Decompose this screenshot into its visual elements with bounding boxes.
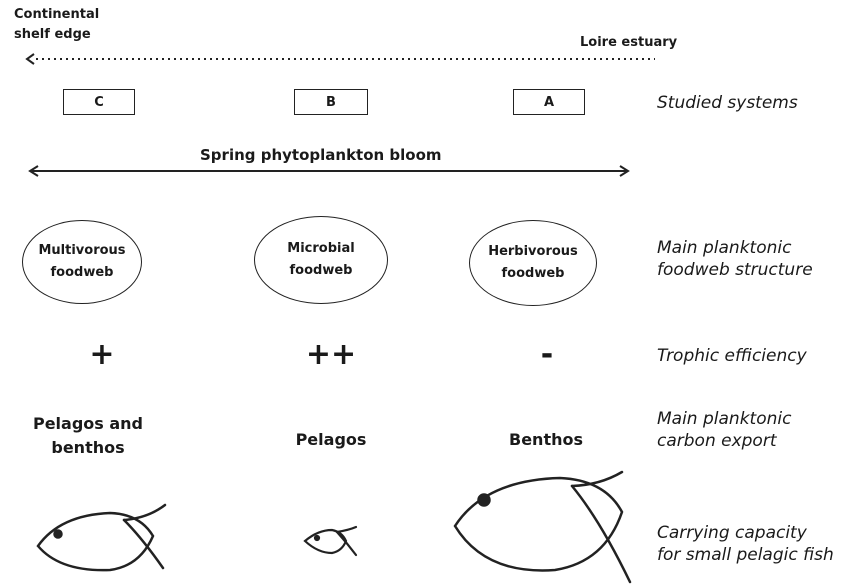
- microbial-line2: foodweb: [289, 263, 353, 278]
- bloom-label: Spring phytoplankton bloom: [200, 146, 442, 164]
- trophic-a: -: [540, 337, 554, 372]
- foodweb-structure-label-line1: Main planktonic: [657, 238, 792, 258]
- trophic-b: ++: [305, 337, 357, 372]
- foodweb-oval-herbivorous: Herbivorous foodweb: [469, 220, 597, 306]
- export-c: Pelagos and benthos: [18, 412, 158, 460]
- carrying-capacity-label: Carrying capacity for small pelagic fish: [657, 522, 834, 566]
- gradient-left-label: Continental shelf edge: [14, 5, 99, 45]
- studied-systems-label: Studied systems: [657, 93, 798, 113]
- system-box-c: C: [63, 89, 135, 115]
- export-c-line2: benthos: [51, 438, 125, 457]
- system-box-b: B: [294, 89, 368, 115]
- foodweb-structure-label-line2: foodweb structure: [657, 260, 813, 280]
- microbial-line1: Microbial: [287, 241, 355, 256]
- multivorous-line2: foodweb: [50, 265, 114, 280]
- bloom-double-arrow: [28, 165, 630, 177]
- carbon-export-label: Main planktonic carbon export: [657, 408, 791, 452]
- foodweb-structure-label: Main planktonic foodweb structure: [657, 237, 813, 281]
- gradient-arrow: [25, 53, 655, 65]
- carrying-capacity-label-line2: for small pelagic fish: [657, 545, 834, 565]
- foodweb-oval-multivorous: Multivorous foodweb: [22, 220, 142, 304]
- carbon-export-label-line1: Main planktonic: [657, 409, 792, 429]
- carrying-capacity-label-line1: Carrying capacity: [657, 523, 807, 543]
- gradient-left-label-line2: shelf edge: [14, 27, 91, 42]
- carbon-export-label-line2: carbon export: [657, 431, 777, 451]
- foodweb-oval-microbial: Microbial foodweb: [254, 216, 388, 304]
- multivorous-line1: Multivorous: [38, 243, 126, 258]
- export-a: Benthos: [509, 430, 583, 449]
- trophic-c: +: [89, 337, 115, 372]
- herbivorous-line1: Herbivorous: [488, 244, 578, 259]
- gradient-left-label-line1: Continental: [14, 7, 100, 22]
- export-b: Pelagos: [295, 430, 367, 449]
- fish-c-icon: [36, 503, 167, 572]
- herbivorous-line2: foodweb: [501, 266, 565, 281]
- trophic-efficiency-label: Trophic efficiency: [657, 346, 807, 366]
- fish-a-icon: [453, 470, 632, 584]
- fish-b-icon: [303, 525, 358, 557]
- gradient-right-label: Loire estuary: [580, 35, 678, 50]
- system-box-a: A: [513, 89, 585, 115]
- export-c-line1: Pelagos and: [32, 414, 144, 433]
